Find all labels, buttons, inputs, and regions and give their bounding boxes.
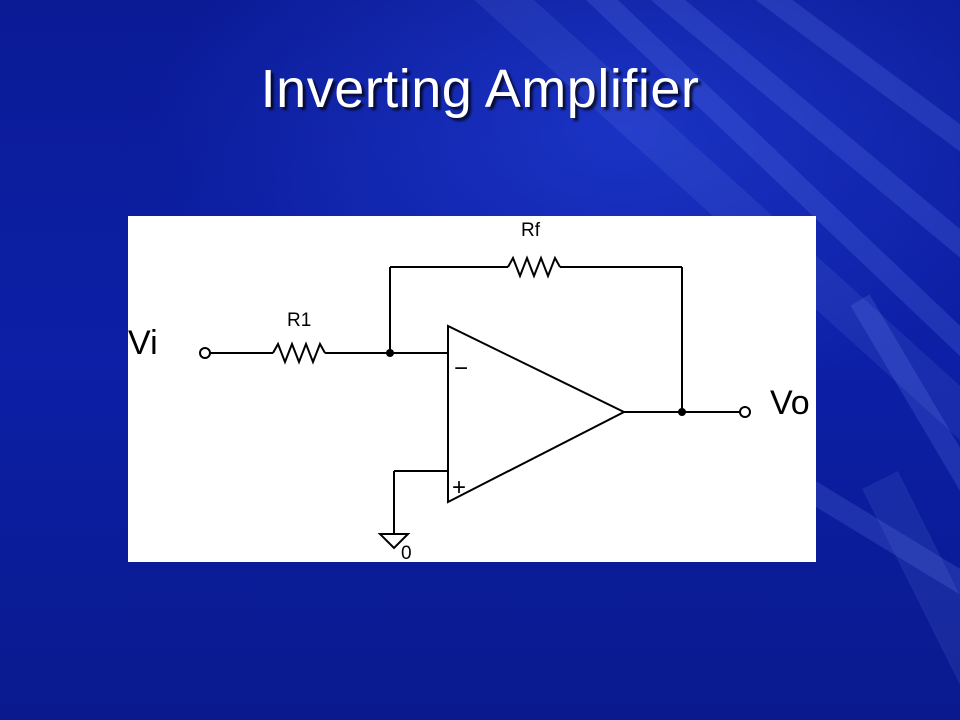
slide-title: Inverting Amplifier xyxy=(260,59,700,119)
r1-label: R1 xyxy=(287,310,311,331)
r1-resistor xyxy=(272,341,326,365)
ground-label: 0 xyxy=(401,543,412,562)
inverting-input-label: − xyxy=(454,355,468,382)
inverting-amplifier-schematic: Vi Vo R1 Rf − + 0 xyxy=(128,220,810,562)
rf-resistor xyxy=(507,255,561,279)
rf-label: Rf xyxy=(521,220,541,241)
output-label: Vo xyxy=(770,384,810,422)
feedback-junction-dot xyxy=(386,349,394,357)
ground-symbol xyxy=(377,533,411,550)
op-amp-triangle xyxy=(447,324,627,504)
noninverting-input-label: + xyxy=(452,474,466,501)
input-terminal xyxy=(199,347,211,359)
output-junction-dot xyxy=(678,408,686,416)
input-label: Vi xyxy=(128,324,158,362)
circuit-panel: Vi Vo R1 Rf − + 0 xyxy=(128,216,816,562)
output-terminal xyxy=(739,406,751,418)
